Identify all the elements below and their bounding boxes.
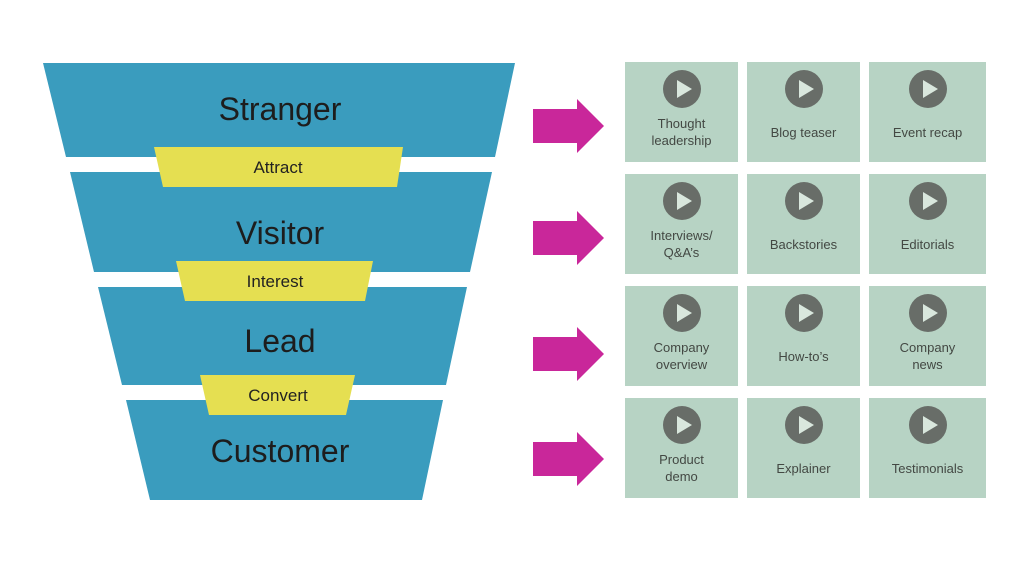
video-card-label: Testimonials [891,460,964,476]
video-card-company-news: Company news [869,286,986,386]
play-triangle-icon [922,304,938,322]
video-card-company-overview: Company overview [625,286,738,386]
play-triangle-icon [798,80,814,98]
play-triangle-icon [922,80,938,98]
funnel-segment-stranger [43,63,515,157]
video-card-label: Company overview [653,340,710,372]
arrow-right-icon [533,327,604,381]
video-content-grid: Thought leadership Blog teaser Event rec… [625,62,986,498]
funnel-stage-label-visitor: Visitor [236,215,325,251]
funnel-segment-lead [98,287,467,385]
play-icon [662,294,701,332]
video-card-label: Event recap [892,124,963,140]
video-card-event-recap: Event recap [869,62,986,162]
funnel-band-interest [176,261,373,301]
video-card-testimonials: Testimonials [869,398,986,498]
play-icon [908,406,947,444]
funnel-band-label-interest: Interest [247,272,304,291]
video-card-label: Product demo [659,452,704,484]
funnel-band-label-attract: Attract [253,158,302,177]
play-icon [784,182,823,220]
play-triangle-icon [922,416,938,434]
funnel-stage-label-lead: Lead [244,323,315,359]
funnel-stage-label-stranger: Stranger [219,91,342,127]
play-icon [784,294,823,332]
play-triangle-icon [798,304,814,322]
video-card-product-demo: Product demo [625,398,738,498]
funnel-segment-visitor [70,172,492,272]
video-card-label: Editorials [900,236,955,252]
play-triangle-icon [676,416,692,434]
play-triangle-icon [798,192,814,210]
play-triangle-icon [798,416,814,434]
play-icon [662,70,701,108]
video-card-blog-teaser: Blog teaser [747,62,860,162]
video-card-label: Backstories [769,236,838,252]
video-card-explainer: Explainer [747,398,860,498]
video-card-label: Company news [899,340,956,372]
funnel-segment-customer [126,400,443,500]
play-icon [908,70,947,108]
funnel-band-label-convert: Convert [248,386,308,405]
video-card-how-tos: How-to’s [747,286,860,386]
funnel-band-attract [154,147,403,187]
funnel-diagram: Stranger Visitor Lead Customer Attract I… [43,63,604,500]
play-triangle-icon [676,304,692,322]
video-card-interviews-qas: Interviews/ Q&A’s [625,174,738,274]
video-card-label: Blog teaser [770,124,837,140]
video-card-thought-leadership: Thought leadership [625,62,738,162]
play-triangle-icon [922,192,938,210]
video-card-label: Interviews/ Q&A’s [650,228,713,260]
play-triangle-icon [676,192,692,210]
video-card-label: Thought leadership [651,116,712,148]
funnel-stage-label-customer: Customer [211,433,350,469]
play-icon [784,406,823,444]
play-icon [908,182,947,220]
play-icon [662,406,701,444]
play-icon [784,70,823,108]
video-card-backstories: Backstories [747,174,860,274]
funnel-band-convert [200,375,355,415]
video-card-label: How-to’s [778,348,829,364]
play-icon [662,182,701,220]
video-card-label: Explainer [776,460,831,476]
arrow-right-icon [533,432,604,486]
play-triangle-icon [676,80,692,98]
arrow-right-icon [533,99,604,153]
arrow-right-icon [533,211,604,265]
video-card-editorials: Editorials [869,174,986,274]
play-icon [908,294,947,332]
